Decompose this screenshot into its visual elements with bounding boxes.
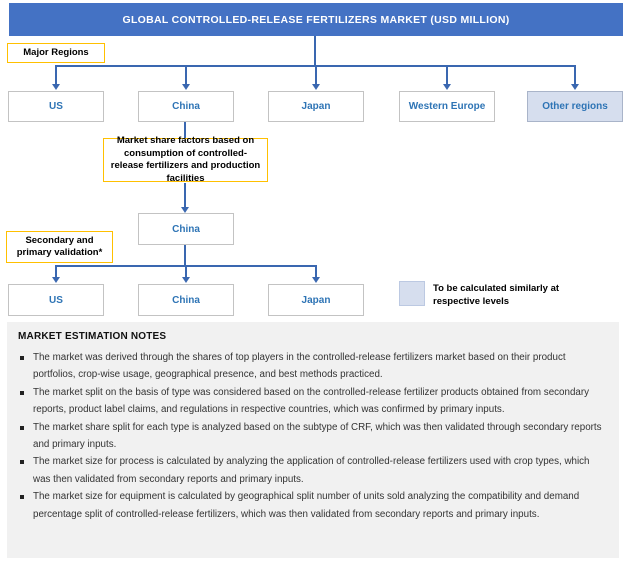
arrow-down-icon	[443, 66, 451, 90]
arrow-down-icon	[52, 266, 60, 283]
connector-china-factors	[184, 122, 186, 139]
country-box-us: US	[8, 284, 104, 316]
note-item: The market size for equipment is calcula…	[18, 488, 605, 523]
arrow-down-icon	[312, 266, 320, 283]
drilldown-box-china: China	[138, 213, 234, 245]
note-item: The market split on the basis of type wa…	[18, 384, 605, 419]
connector-china-stub	[184, 245, 186, 266]
market-share-factors-label: Market share factors based on consumptio…	[103, 135, 268, 184]
region-box-other-regions: Other regions	[527, 91, 623, 122]
arrow-down-icon	[312, 66, 320, 90]
country-box-japan: Japan	[268, 284, 364, 316]
region-box-us: US	[8, 91, 104, 122]
notes-heading: MARKET ESTIMATION NOTES	[18, 331, 167, 342]
arrow-down-icon	[182, 266, 190, 283]
validation-label: Secondary and primary validation*	[6, 231, 113, 263]
diagram-title: GLOBAL CONTROLLED-RELEASE FERTILIZERS MA…	[9, 3, 623, 36]
arrow-down-icon	[571, 66, 579, 90]
region-box-japan: Japan	[268, 91, 364, 122]
connector-header-stub	[314, 36, 316, 66]
region-box-western-europe: Western Europe	[399, 91, 495, 122]
legend-swatch	[399, 281, 425, 306]
note-item: The market was derived through the share…	[18, 349, 605, 384]
country-box-china: China	[138, 284, 234, 316]
arrow-down-icon	[181, 183, 189, 213]
arrow-down-icon	[182, 66, 190, 90]
arrow-down-icon	[52, 66, 60, 90]
major-regions-label: Major Regions	[7, 43, 105, 63]
notes-list: The market was derived through the share…	[18, 349, 605, 523]
region-box-china: China	[138, 91, 234, 122]
legend-note: To be calculated similarly at respective…	[433, 283, 560, 307]
note-item: The market share split for each type is …	[18, 419, 605, 454]
note-item: The market size for process is calculate…	[18, 453, 605, 488]
market-estimation-notes-panel: MARKET ESTIMATION NOTES The market was d…	[7, 322, 619, 558]
